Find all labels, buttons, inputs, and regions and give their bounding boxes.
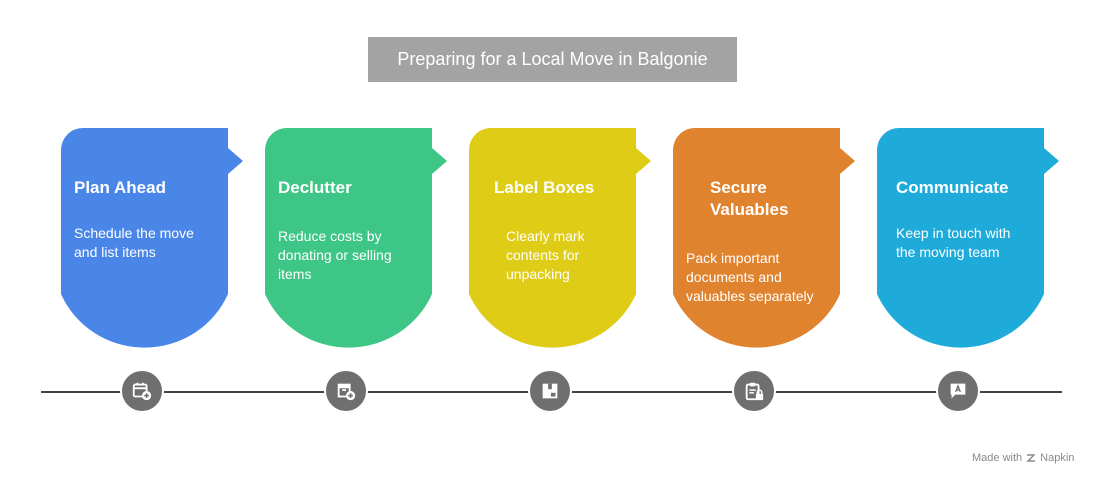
step-title: Label Boxes <box>494 177 594 199</box>
step-marker <box>324 369 368 413</box>
step-card-shape <box>469 128 651 348</box>
napkin-credit: Made with Napkin <box>972 452 1074 464</box>
step-description-line: Clearly mark <box>506 228 585 244</box>
step-marker <box>936 369 980 413</box>
step-description-line: Schedule the move <box>74 225 194 241</box>
step-description-line: valuables separately <box>686 288 814 304</box>
labeled-box-icon <box>542 383 558 399</box>
step-card-background <box>61 128 243 348</box>
step-description-line: unpacking <box>506 266 570 282</box>
step-title: Communicate <box>896 177 1008 199</box>
step-card-background <box>265 128 447 348</box>
step-description-line: items <box>278 266 312 282</box>
step-title-line: Declutter <box>278 178 352 197</box>
step-title-line: Plan Ahead <box>74 178 166 197</box>
step-card-background <box>673 128 855 348</box>
step-title-line: Label Boxes <box>494 178 595 197</box>
step-card-shape <box>673 128 855 348</box>
step-description-line: the moving team <box>896 244 1000 260</box>
step-card-shape <box>61 128 243 348</box>
step-description-line: Reduce costs by <box>278 228 382 244</box>
step-marker <box>732 369 776 413</box>
step-description-line: Keep in touch with <box>896 225 1011 241</box>
step-card-background <box>877 128 1059 348</box>
step-description: Pack important documents and valuables s… <box>686 249 814 306</box>
napkin-logo-icon <box>1026 454 1036 462</box>
step-card-shape <box>877 128 1059 348</box>
step-description: Schedule the move and list items <box>74 224 194 262</box>
step-title: Plan Ahead <box>74 177 166 199</box>
diagram-title: Preparing for a Local Move in Balgonie <box>368 37 737 82</box>
step-title-line: Communicate <box>896 178 1009 197</box>
step-card-shape <box>265 128 447 348</box>
step-title-line: Valuables <box>710 200 789 219</box>
step-description-line: contents for <box>506 247 580 263</box>
step-card-background <box>469 128 651 348</box>
step-description-line: and list items <box>74 244 156 260</box>
step-card-secure-valuables: Secure Valuables Pack important document… <box>673 128 855 383</box>
step-description-line: documents and <box>686 269 782 285</box>
step-description-line: donating or selling <box>278 247 392 263</box>
step-card-declutter: Declutter Reduce costs by donating or se… <box>265 128 447 383</box>
step-card-plan-ahead: Plan Ahead Schedule the move and list it… <box>61 128 243 383</box>
step-description: Reduce costs by donating or selling item… <box>278 227 392 284</box>
credit-brand: Napkin <box>1040 452 1075 464</box>
step-card-label-boxes: Label Boxes Clearly mark contents for un… <box>469 128 651 383</box>
step-description-line: Pack important <box>686 250 780 266</box>
step-description: Clearly mark contents for unpacking <box>506 227 585 284</box>
step-title-line: Secure <box>710 178 767 197</box>
clipboard-lock-icon <box>745 382 764 401</box>
step-title: Secure Valuables <box>710 177 788 221</box>
step-marker <box>528 369 572 413</box>
step-description: Keep in touch with the moving team <box>896 224 1010 262</box>
chat-bubble-icon <box>950 383 966 399</box>
step-card-communicate: Communicate Keep in touch with the movin… <box>877 128 1059 383</box>
step-marker <box>120 369 164 413</box>
box-add-icon <box>337 383 356 401</box>
calendar-add-icon <box>132 382 152 401</box>
credit-prefix: Made with <box>972 452 1023 464</box>
step-title: Declutter <box>278 177 352 199</box>
